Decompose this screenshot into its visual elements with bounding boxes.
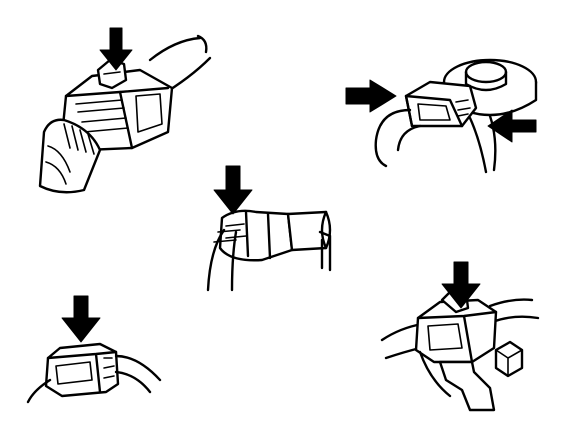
connector-ribs [75,99,129,133]
mounting-bracket [438,360,496,412]
rubber-boot [38,118,102,194]
connector-center-test [206,165,332,292]
sensor-cable-right [468,114,497,174]
connector-front-edge [118,90,134,150]
connector-bottom-left [26,295,162,404]
harness-end [196,34,208,54]
bolt-facets [495,349,523,377]
sensor-cable-left [374,108,412,168]
connector-knock-sensor [345,58,538,174]
bl-body-edges [46,350,118,394]
bl-wire-upper [114,354,162,382]
br-harness-right [488,298,540,324]
arrow-down-icon [441,261,481,309]
connector-side-panel [135,93,163,133]
center-connector-body [218,209,294,262]
bl-wire-left [26,378,52,404]
probe-tip [213,229,241,243]
test-lead-right [318,230,332,272]
connector-top-left [38,27,212,194]
connector-bottom-right-bracket [380,261,540,412]
bracket-edge [418,350,452,398]
housing-window [417,103,451,121]
bolt-head [494,340,524,378]
center-body-divisions [244,210,272,260]
center-tube-end [320,210,328,250]
housing-ribs [455,99,471,117]
arrow-down-icon [99,27,133,71]
boot-folds [45,145,71,185]
sensor-stud-side [464,70,508,92]
boot-grip-ribs [63,123,95,155]
test-lead-left [206,228,238,292]
br-body-edges [416,310,498,364]
arrow-right-icon [345,79,397,113]
bl-wire-lower [114,370,152,394]
sensor-center-stud [464,60,508,84]
arrow-down-icon [213,165,253,215]
bl-body-window [55,361,93,385]
br-body-window [427,323,463,351]
lock-tab-line [103,71,121,75]
arrow-left-icon [487,109,537,143]
sensor-cable-left-inner [396,124,422,152]
arrow-down-icon [61,295,101,343]
bl-body-ribs [103,357,115,379]
